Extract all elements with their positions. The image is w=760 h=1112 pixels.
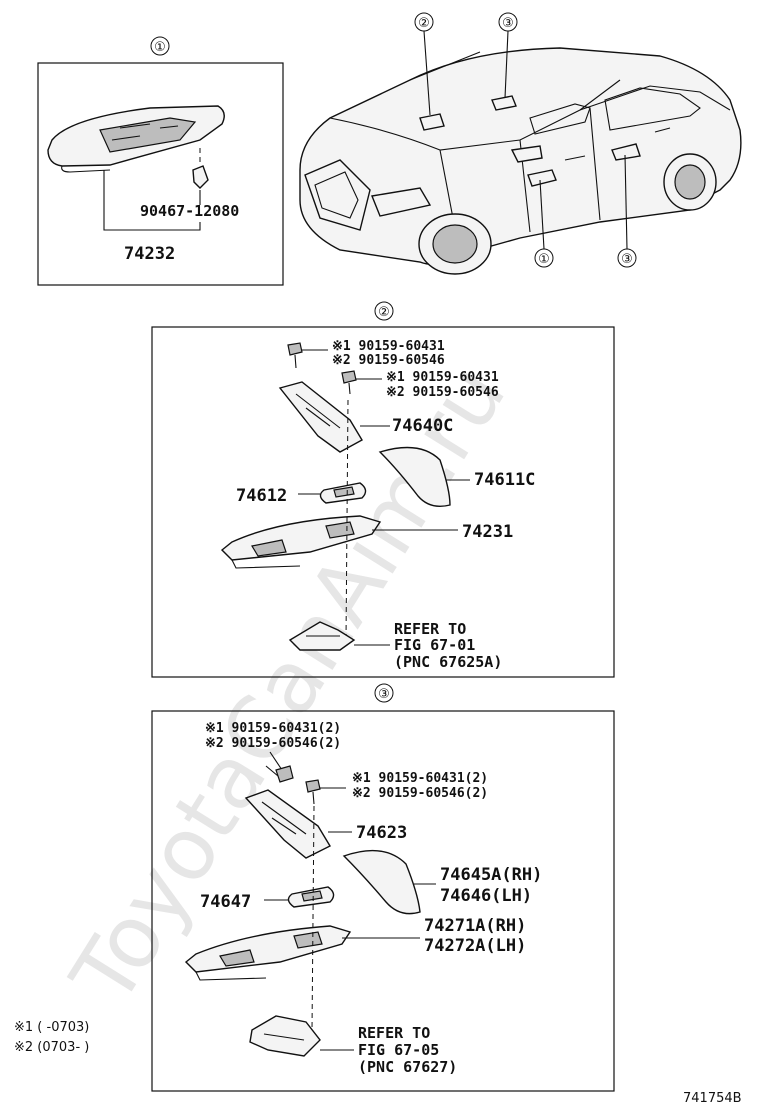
label-s3-screw-b-2: ※2 90159-60546(2) [352,786,488,801]
bracket-74232 [103,170,201,231]
switch-panel-74232[interactable] [47,105,225,173]
footnote-2: ※2 (0703- ) [14,1040,89,1055]
bracket-74640C[interactable] [278,381,363,453]
svg-text:②: ② [418,16,430,31]
label-s2-screw-b-2: ※2 90159-60546 [386,385,499,400]
section-1-callout: ① [150,36,170,56]
svg-text:①: ① [538,252,550,267]
section-2-callout: ② [374,301,394,321]
section-3-box [151,710,615,1092]
s3-assembly-axis [311,805,315,1031]
label-s3-screw-b-1: ※1 90159-60431(2) [352,771,488,786]
label-s3-screw-a-2: ※2 90159-60546(2) [205,736,341,751]
screw-s2-a[interactable] [287,342,303,369]
label-74623: 74623 [356,823,407,843]
label-74645A: 74645A(RH) [440,865,542,885]
s2-assembly-axis [345,399,349,641]
section-1-marker: ① [154,40,166,55]
label-74231: 74231 [462,522,513,542]
label-s2-screw-b-1: ※1 90159-60431 [386,370,499,385]
screw-s3-b[interactable] [305,779,321,805]
car-callout-2-top: ② [414,12,434,116]
label-s2-refer-2: FIG 67-01 [394,636,475,654]
section-2-box [151,326,615,678]
label-s2-refer-3: (PNC 67625A) [394,653,502,671]
svg-text:②: ② [378,305,390,320]
svg-text:③: ③ [621,252,633,267]
bezel-74612[interactable] [319,482,367,504]
label-s2-screw-a-2: ※2 90159-60546 [332,353,445,368]
pad-74645A-74646[interactable] [342,849,421,915]
bracket-74623[interactable] [244,789,331,859]
screw-s3-a[interactable] [265,765,294,783]
panel-74231[interactable] [220,515,382,569]
label-s2-screw-a-1: ※1 90159-60431 [332,339,445,354]
base-bracket-s2[interactable] [288,621,356,651]
label-s2-refer-1: REFER TO [394,620,466,638]
label-s3-refer-2: FIG 67-05 [358,1041,439,1059]
label-s3-screw-a-1: ※1 90159-60431(2) [205,721,341,736]
label-74611C: 74611C [474,470,535,490]
car-callout-1-door: ① [534,179,554,268]
label-s3-refer-1: REFER TO [358,1024,430,1042]
section-1-box [37,62,284,286]
label-74647: 74647 [200,892,251,912]
footnote-1: ※1 ( -0703) [14,1020,89,1035]
section-3-callout: ③ [374,683,394,703]
label-74272A: 74272A(LH) [424,936,526,956]
car-illustration [299,47,742,275]
label-74640C: 74640C [392,416,453,436]
clip-90467-12080[interactable] [192,165,209,189]
panel-74271A-74272A[interactable] [184,925,352,981]
screw-s2-b[interactable] [341,370,357,395]
label-s3-refer-3: (PNC 67627) [358,1058,457,1076]
label-74271A: 74271A(RH) [424,916,526,936]
label-90467-12080: 90467-12080 [140,202,239,220]
car-callout-3-door: ③ [617,154,637,268]
base-bracket-s3[interactable] [249,1015,321,1057]
bezel-74647[interactable] [287,886,335,908]
svg-text:③: ③ [378,687,390,702]
label-74612: 74612 [236,486,287,506]
pad-74611C[interactable] [378,446,451,508]
car-callout-3-top: ③ [498,12,518,99]
label-74232: 74232 [124,244,175,264]
svg-text:③: ③ [502,16,514,31]
label-74646: 74646(LH) [440,886,532,906]
figure-id: 741754B [683,1091,742,1106]
